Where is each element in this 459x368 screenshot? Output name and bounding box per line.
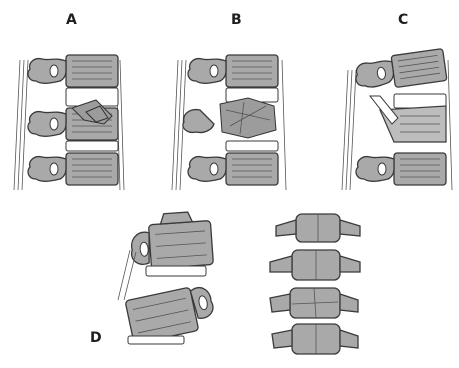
panel-d-posterior-spine bbox=[270, 214, 360, 354]
panel-b-spine bbox=[172, 55, 286, 190]
panel-c-spine bbox=[342, 49, 452, 190]
panel-a-spine bbox=[14, 55, 124, 190]
panel-d-lateral-spine bbox=[118, 211, 217, 344]
